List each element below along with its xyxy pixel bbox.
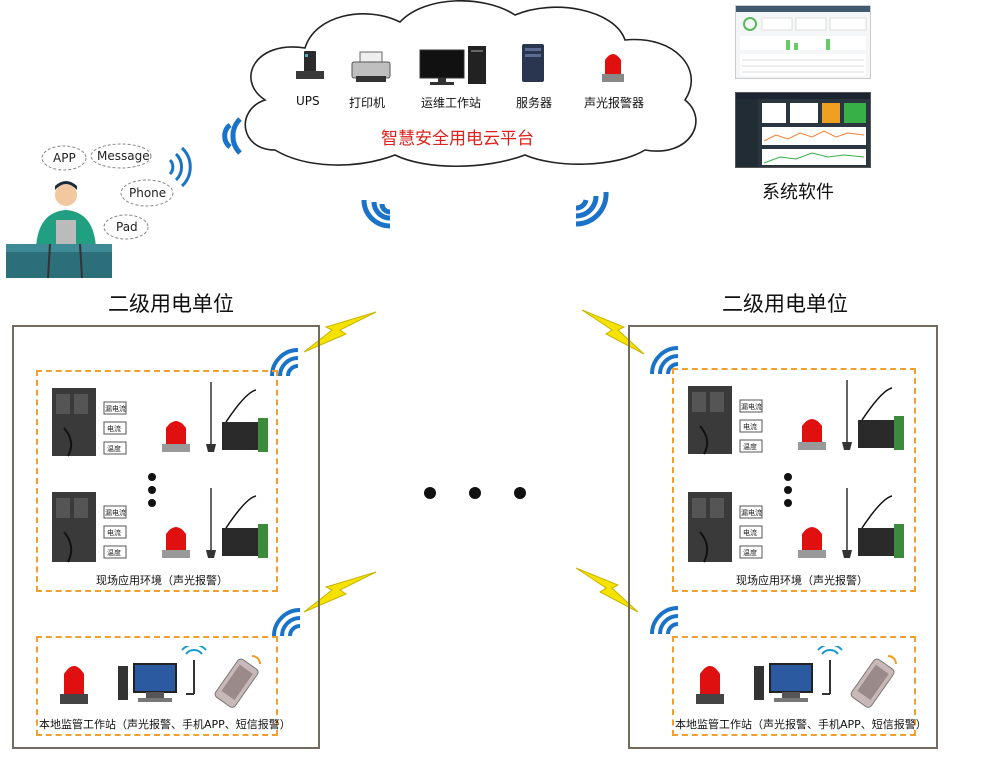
- server-icon: [520, 42, 546, 84]
- sensor-tag-leakage-r: 漏电流: [741, 402, 762, 411]
- cloud-title: 智慧安全用电云平台: [381, 129, 534, 149]
- sensor-tag-leakage-r2: 漏电流: [741, 508, 762, 517]
- sensor-tag-current-r: 电流: [743, 422, 757, 431]
- vertical-dots-left: [148, 473, 156, 507]
- vertical-dots-right: [784, 473, 792, 507]
- station-box-left: 本地监管工作站（声光报警、手机APP、短信报警）: [36, 636, 291, 736]
- bubble-pad: Pad: [116, 220, 138, 234]
- unit-title-left: 二级用电单位: [108, 292, 234, 316]
- field-device-row-right-2: [688, 488, 904, 563]
- field-device-row-left-2: [52, 488, 268, 563]
- wifi-icon-unit-right-top: [648, 344, 682, 378]
- station-caption-left: 本地监管工作站（声光报警、手机APP、短信报警）: [39, 718, 291, 731]
- alarm-light-icon: [598, 48, 628, 84]
- wifi-icon-user-cloud: [210, 115, 246, 157]
- sensor-tag-current-r2: 电流: [743, 528, 757, 537]
- sensor-tag-current-2: 电流: [107, 528, 121, 537]
- station-caption-right: 本地监管工作站（声光报警、手机APP、短信报警）: [675, 718, 927, 731]
- wifi-icon-left: [360, 190, 414, 230]
- workstation-icon: [418, 44, 490, 86]
- field-caption-right: 现场应用环境（声光报警）: [736, 574, 868, 587]
- device-label-workstation: 运维工作站: [421, 96, 482, 110]
- field-device-row-left-1: [52, 382, 268, 457]
- wifi-icon-unit-left-bottom: [270, 606, 304, 640]
- unit-title-right: 二级用电单位: [722, 292, 848, 316]
- field-device-row-right-1: [688, 380, 904, 455]
- ellipsis-dots: [420, 485, 530, 501]
- sensor-tag-temp: 温度: [107, 444, 121, 453]
- bubble-message: Message: [97, 149, 150, 163]
- sensor-tag-leakage-2: 漏电流: [105, 508, 126, 517]
- sensor-tag-temp-r2: 温度: [743, 548, 757, 557]
- device-label-server: 服务器: [516, 96, 553, 110]
- unit-frame-right: [628, 325, 938, 749]
- station-devices-left: [60, 646, 261, 708]
- device-label-printer: 打印机: [349, 96, 386, 110]
- sensor-tag-leakage: 漏电流: [105, 404, 126, 413]
- station-devices-right: [696, 646, 897, 708]
- field-env-box-right: 漏电流 电流 温度 漏电流 电流 温度 现场应用环境（声光报警）: [672, 368, 916, 592]
- lightning-icon-left-top: [300, 310, 380, 354]
- device-label-alarm: 声光报警器: [584, 96, 645, 110]
- wifi-icon-right: [556, 186, 612, 230]
- wifi-icon-unit-right-bottom: [648, 604, 682, 638]
- software-screenshot-1: [735, 5, 871, 79]
- software-screenshot-2: [735, 92, 871, 168]
- printer-icon: [350, 50, 392, 86]
- ups-icon: [290, 45, 330, 85]
- software-label: 系统软件: [762, 182, 834, 203]
- sensor-tag-current: 电流: [107, 424, 121, 433]
- station-box-right: 本地监管工作站（声光报警、手机APP、短信报警）: [672, 636, 927, 736]
- lightning-icon-right-bottom: [572, 566, 642, 614]
- device-label-ups: UPS: [296, 94, 320, 108]
- field-caption-left: 现场应用环境（声光报警）: [96, 574, 228, 587]
- sensor-tag-temp-2: 温度: [107, 548, 121, 557]
- bubble-phone: Phone: [129, 186, 167, 200]
- lightning-icon-left-bottom: [300, 570, 380, 614]
- unit-frame-left: [12, 325, 320, 749]
- sensor-tag-temp-r: 温度: [743, 442, 757, 451]
- user-area: [0, 140, 200, 280]
- bubble-app: APP: [53, 151, 76, 165]
- field-env-box-left: 漏电流 电流 温度 漏电流 电流 温度 现场应用环境（声光报警）: [36, 370, 278, 592]
